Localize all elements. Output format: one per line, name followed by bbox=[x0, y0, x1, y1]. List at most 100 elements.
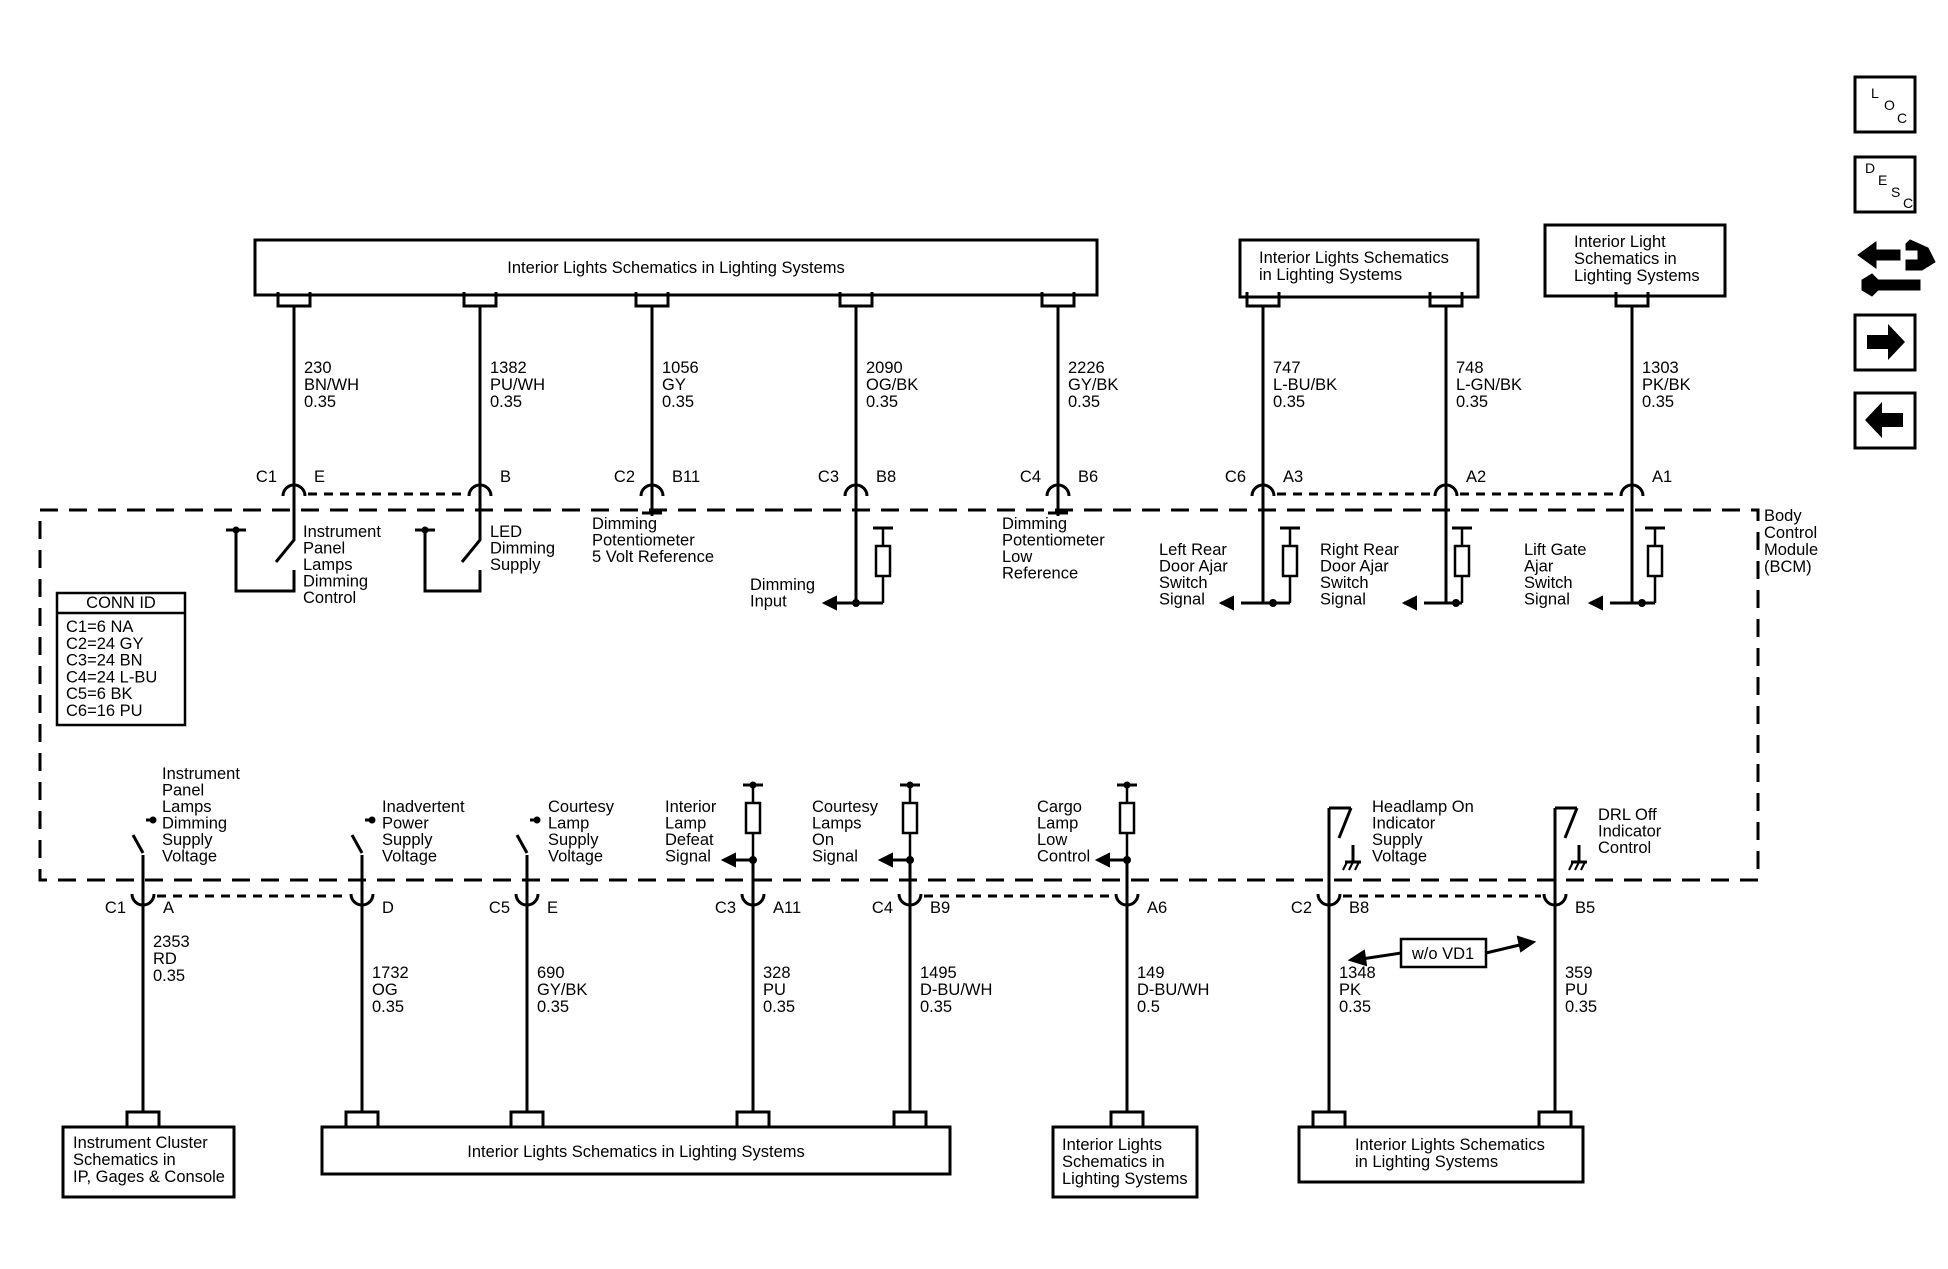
label-courtesy-lamp-supply: Courtesy bbox=[548, 798, 615, 816]
bottom-terminal bbox=[125, 1110, 161, 1126]
top-box-lift-label: Schematics in bbox=[1574, 250, 1677, 268]
label-cargo-lamp-low: Lamp bbox=[1037, 815, 1078, 833]
label-ip-dimming-control: Lamps bbox=[303, 556, 353, 574]
label-headlamp-on-indicator: Supply bbox=[1372, 831, 1423, 849]
previous-page-button[interactable] bbox=[1853, 391, 1917, 450]
circuit-gauge: 0.35 bbox=[920, 998, 952, 1016]
connector-id: C2 bbox=[614, 468, 635, 486]
top-connector bbox=[281, 483, 307, 497]
bottom-terminal bbox=[1537, 1110, 1573, 1126]
bottom-box-cluster-label: Schematics in bbox=[73, 1151, 176, 1169]
connector-id: C6 bbox=[1225, 468, 1246, 486]
bottom-terminal bbox=[344, 1110, 380, 1126]
label-courtesy-lamps-on: On bbox=[812, 831, 834, 849]
connector-id: C4 bbox=[1020, 468, 1041, 486]
pin-id: B9 bbox=[930, 899, 950, 917]
conn-id-row: C3=24 BN bbox=[66, 652, 143, 670]
label-ip-dimming-control: Dimming bbox=[303, 573, 368, 591]
circuit-gauge: 0.35 bbox=[490, 393, 522, 411]
top-connector bbox=[1045, 483, 1071, 497]
circuit-gauge: 0.35 bbox=[537, 998, 569, 1016]
circuit-number: 747 bbox=[1273, 359, 1301, 377]
circuit-color: D-BU/WH bbox=[1137, 981, 1209, 999]
circuit-gauge: 0.35 bbox=[1273, 393, 1305, 411]
bottom-box-main bbox=[320, 1125, 952, 1176]
switch-led-dimming bbox=[423, 530, 482, 593]
bottom-box-main-label: Interior Lights Schematics in Lighting S… bbox=[467, 1143, 805, 1161]
circuit-number: 1348 bbox=[1339, 964, 1376, 982]
label-5v-reference: Dimming bbox=[592, 515, 657, 533]
label-led-dimming-supply: LED bbox=[490, 523, 522, 541]
connector-id: C3 bbox=[818, 468, 839, 486]
circuit-color: OG bbox=[372, 981, 398, 999]
circuit-color: GY bbox=[662, 376, 686, 394]
pin-id: B11 bbox=[672, 468, 700, 486]
label-ajar-signal: Switch bbox=[1524, 574, 1573, 592]
label-courtesy-lamp-supply: Supply bbox=[548, 831, 599, 849]
signal-resistor bbox=[1118, 801, 1136, 835]
label-ajar-signal: Door Ajar bbox=[1159, 558, 1228, 576]
conn-id-row: C1=6 NA bbox=[66, 618, 133, 636]
label-drl-off-indicator: Indicator bbox=[1598, 823, 1662, 841]
label-dimming-input: Dimming bbox=[750, 576, 815, 594]
pin-id: B5 bbox=[1575, 899, 1595, 917]
circuit-color: PK bbox=[1339, 981, 1361, 999]
connector-view-icon[interactable] bbox=[1857, 239, 1936, 297]
connector-id: C3 bbox=[715, 899, 736, 917]
bcm-module-label: Body bbox=[1764, 507, 1802, 525]
label-ajar-signal: Switch bbox=[1320, 574, 1369, 592]
switch-led-dimming bbox=[460, 510, 482, 563]
indicator-switch bbox=[1337, 807, 1353, 839]
top-connector bbox=[1433, 483, 1459, 497]
circuit-color: GY/BK bbox=[1068, 376, 1118, 394]
circuit-color: L-BU/BK bbox=[1273, 376, 1337, 394]
bottom-box-right-label: Interior Lights Schematics bbox=[1355, 1136, 1545, 1154]
next-page-button[interactable] bbox=[1853, 313, 1917, 372]
top-box-door-label: in Lighting Systems bbox=[1259, 266, 1402, 284]
label-drl-off-indicator: Control bbox=[1598, 839, 1651, 857]
pullup-resistor bbox=[874, 544, 892, 578]
circuit-number: 690 bbox=[537, 964, 565, 982]
circuit-number: 328 bbox=[763, 964, 791, 982]
pin-id: A1 bbox=[1652, 468, 1672, 486]
pin-id: E bbox=[547, 899, 558, 917]
label-ajar-signal: Signal bbox=[1524, 591, 1570, 609]
bottom-box-cargo-label: Schematics in bbox=[1062, 1153, 1165, 1171]
top-box-lift bbox=[1543, 223, 1727, 298]
circuit-color: D-BU/WH bbox=[920, 981, 992, 999]
pin-id: B bbox=[500, 468, 511, 486]
circuit-gauge: 0.35 bbox=[1339, 998, 1371, 1016]
label-ajar-signal: Right Rear bbox=[1320, 541, 1399, 559]
label-dimming-input: Input bbox=[750, 593, 787, 611]
loc-button[interactable]: LOC bbox=[1853, 75, 1917, 134]
pin-id: B8 bbox=[1349, 899, 1369, 917]
label-ip-lamps-supply: Dimming bbox=[162, 815, 227, 833]
circuit-gauge: 0.35 bbox=[304, 393, 336, 411]
bottom-box-cargo-label: Interior Lights bbox=[1062, 1136, 1162, 1154]
circuit-color: PK/BK bbox=[1642, 376, 1691, 394]
circuit-gauge: 0.35 bbox=[763, 998, 795, 1016]
bottom-box-cargo-label: Lighting Systems bbox=[1062, 1170, 1188, 1188]
label-ajar-signal: Door Ajar bbox=[1320, 558, 1389, 576]
label-ip-dimming-control: Panel bbox=[303, 540, 345, 558]
bottom-terminal bbox=[735, 1110, 771, 1126]
connector-id: C1 bbox=[105, 899, 126, 917]
circuit-color: RD bbox=[153, 950, 177, 968]
switch-ip-dimming bbox=[232, 526, 240, 534]
circuit-gauge: 0.35 bbox=[1456, 393, 1488, 411]
circuit-number: 748 bbox=[1456, 359, 1484, 377]
circuit-gauge: 0.35 bbox=[662, 393, 694, 411]
label-courtesy-lamps-on: Signal bbox=[812, 848, 858, 866]
label-drl-off-indicator: DRL Off bbox=[1598, 806, 1657, 824]
circuit-number: 1495 bbox=[920, 964, 957, 982]
label-ip-dimming-control: Control bbox=[303, 589, 356, 607]
pin-id: B6 bbox=[1078, 468, 1098, 486]
pin-id: A2 bbox=[1466, 468, 1486, 486]
indicator-ground bbox=[1348, 861, 1354, 871]
label-pot-low-reference: Potentiometer bbox=[1002, 532, 1105, 550]
switch-ip-dimming bbox=[274, 510, 296, 563]
switch-led-dimming bbox=[421, 526, 429, 534]
top-connector bbox=[1250, 483, 1276, 497]
label-interior-lamp-defeat: Signal bbox=[665, 848, 711, 866]
